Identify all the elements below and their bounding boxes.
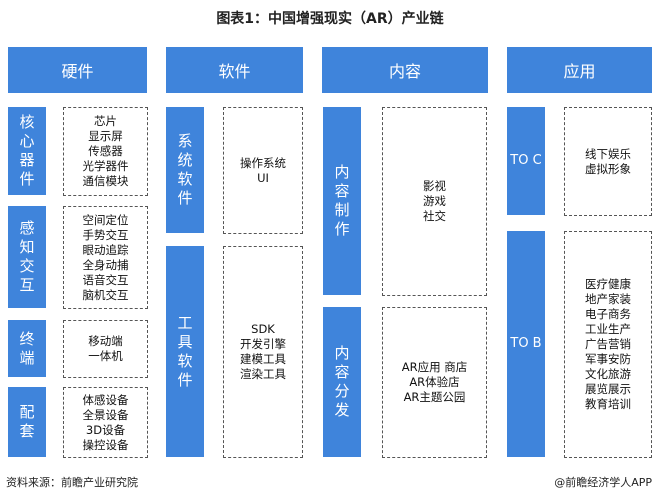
column-header: 应用: [507, 47, 652, 93]
category-label: TO B: [507, 231, 545, 457]
item: 空间定位: [82, 212, 129, 227]
item: 体感设备: [82, 392, 129, 407]
items-box: 移动端一体机: [63, 320, 148, 378]
item: 传感器: [88, 144, 123, 158]
item: AR体验店: [409, 375, 460, 389]
item: 地产家装: [585, 292, 631, 306]
item: 军事安防: [585, 352, 631, 366]
items-box: 线下娱乐虚拟形象: [564, 107, 652, 216]
category-label-text: 内容分发: [334, 344, 350, 419]
item: 电子商务: [585, 307, 631, 321]
item: 游戏: [423, 194, 446, 208]
item: 手势交互: [82, 227, 129, 242]
column-header: 软件: [166, 47, 303, 93]
item: 一体机: [88, 349, 123, 363]
column-header: 硬件: [8, 47, 147, 93]
category-label-text: 核心器件: [19, 113, 35, 188]
item: 教育培训: [585, 397, 631, 411]
page-title: 图表1：中国增强现实（AR）产业链: [216, 11, 444, 27]
category-label-text: 终端: [19, 329, 35, 367]
category-label: 核心器件: [8, 107, 46, 195]
brand-note: @前瞻经济学人APP: [554, 476, 652, 489]
item: 社交: [423, 209, 446, 223]
item: 显示屏: [88, 129, 123, 143]
category-label: TO C: [507, 107, 545, 215]
item: 线下娱乐: [585, 146, 631, 161]
item: 操控设备: [82, 437, 129, 452]
category-label: 内容制作: [323, 107, 361, 295]
item: 光学器件: [82, 159, 129, 173]
item: UI: [257, 170, 269, 185]
items-box: 芯片显示屏传感器光学器件通信模块: [63, 107, 148, 196]
category-label-text: TO C: [510, 153, 542, 168]
item: 医疗健康: [585, 277, 631, 291]
item: 渲染工具: [240, 367, 286, 381]
item: 建模工具: [240, 352, 286, 366]
item: 通信模块: [82, 174, 129, 188]
item: 开发引擎: [240, 337, 286, 351]
category-label: 配套: [8, 387, 46, 457]
item: 文化旅游: [585, 367, 631, 381]
items-box: 医疗健康地产家装电子商务工业生产广告营销军事安防文化旅游展览展示教育培训: [564, 231, 652, 458]
category-label-text: 系统软件: [177, 132, 193, 207]
category-label-text: 配套: [19, 403, 35, 440]
category-label-text: TO B: [510, 336, 542, 351]
item: 广告营销: [585, 337, 631, 351]
item: AR主题公园: [403, 390, 466, 404]
category-label: 感知交互: [8, 206, 46, 308]
items-box: 影视游戏社交: [382, 107, 487, 296]
items-box: 空间定位手势交互眼动追踪全身动捕语音交互脑机交互: [63, 206, 148, 309]
column-header: 内容: [322, 47, 488, 93]
item: 工业生产: [585, 322, 631, 336]
item: 语音交互: [82, 272, 129, 287]
category-label: 终端: [8, 320, 46, 377]
item: 全景设备: [82, 407, 129, 422]
item: SDK: [251, 322, 275, 336]
category-label: 内容分发: [323, 307, 361, 457]
item: 移动端: [88, 334, 123, 348]
category-label-text: 工具软件: [177, 313, 193, 389]
category-label: 工具软件: [166, 246, 204, 457]
category-label-text: 内容制作: [334, 163, 350, 238]
item: 3D设备: [85, 422, 126, 437]
source-note: 资料来源：前瞻产业研究院: [6, 476, 138, 489]
category-label-text: 感知交互: [19, 219, 35, 294]
item: 展览展示: [585, 382, 631, 396]
item: 芯片: [94, 114, 117, 128]
category-label: 系统软件: [166, 107, 204, 233]
item: AR应用 商店: [401, 360, 468, 374]
item: 影视: [423, 179, 446, 193]
item: 全身动捕: [82, 257, 129, 272]
item: 眼动追踪: [82, 242, 129, 257]
item: 虚拟形象: [585, 161, 631, 176]
item: 操作系统: [240, 155, 286, 170]
item: 脑机交互: [82, 287, 129, 302]
